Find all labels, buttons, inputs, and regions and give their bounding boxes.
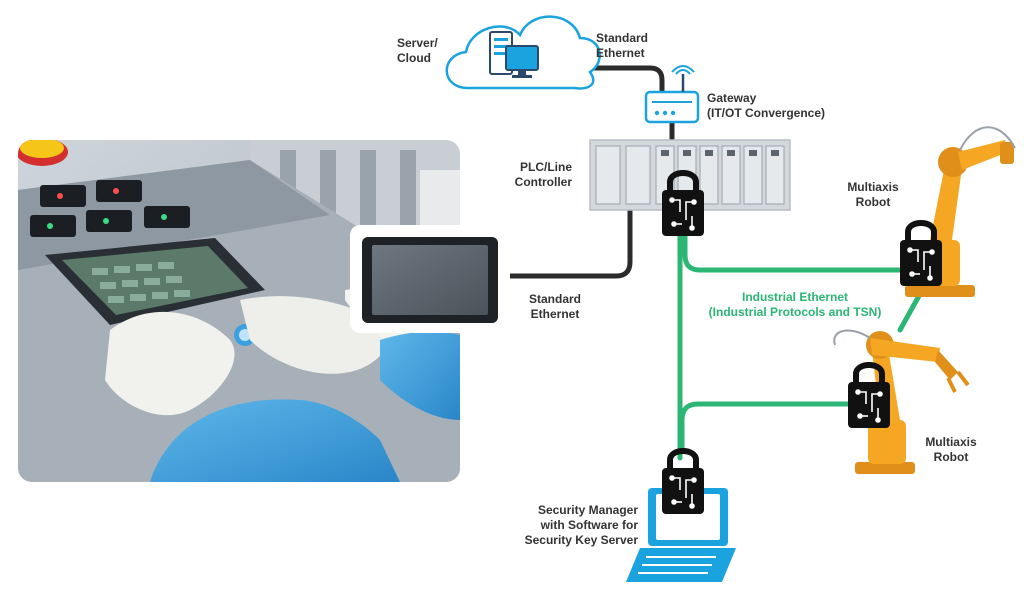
link-robot-bottom	[679, 401, 851, 453]
padlock-circuit-icon	[662, 170, 704, 236]
padlock-circuit-icon	[900, 220, 942, 286]
padlock-circuit-icon	[848, 362, 890, 428]
link-cloud-gateway	[582, 65, 665, 95]
link-plc-robot-top	[682, 229, 908, 273]
router-icon	[644, 65, 700, 124]
link-plc-hmi	[505, 202, 633, 279]
label-industrial-ethernet: Industrial Ethernet(Industrial Protocols…	[708, 290, 882, 319]
server-icon	[489, 31, 539, 78]
hmi-panel-icon	[350, 225, 510, 333]
standard-ethernet-links	[505, 65, 675, 279]
industrial-ethernet-links	[677, 229, 928, 461]
label-server-cloud: Server/Cloud	[397, 36, 438, 65]
padlock-circuit-icon	[662, 448, 704, 514]
label-gateway: Gateway(IT/OT Convergence)	[707, 91, 826, 120]
